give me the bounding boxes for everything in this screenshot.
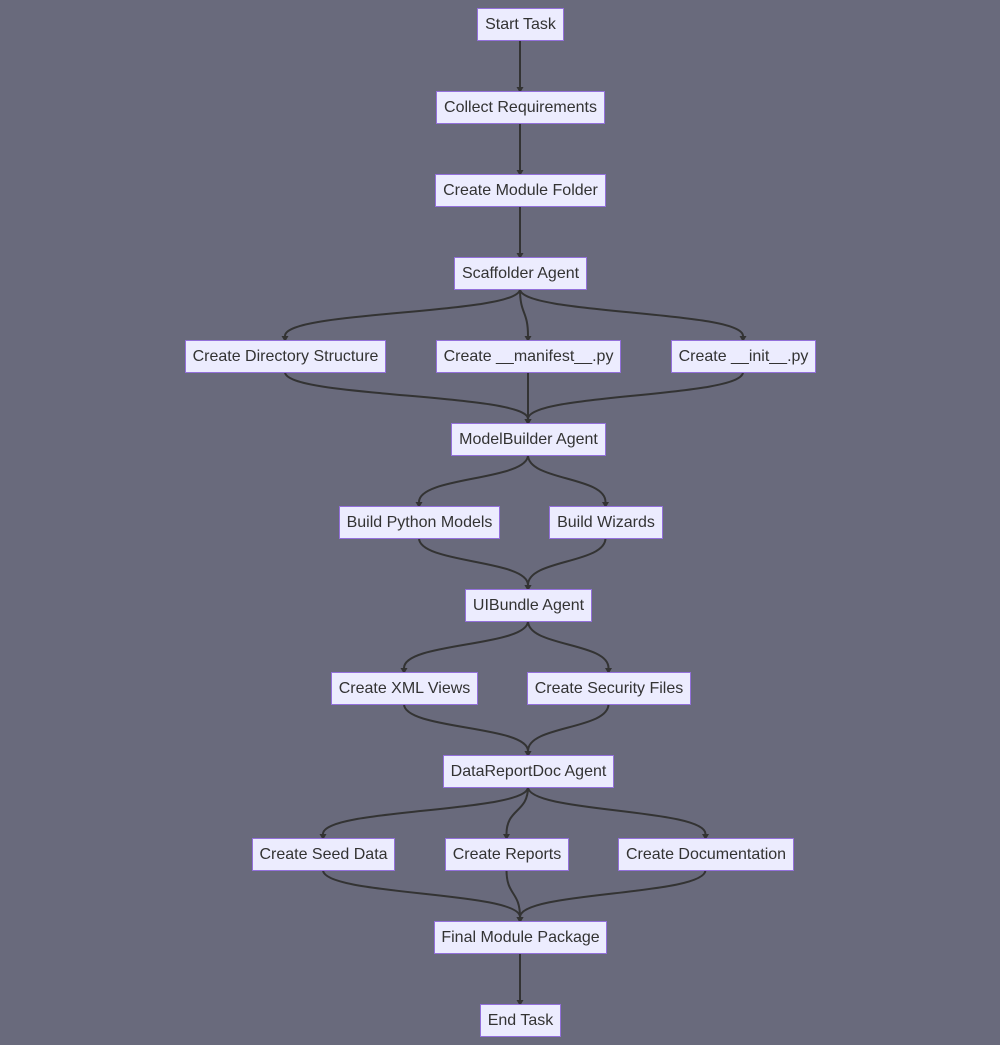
- node-seed: Create Seed Data: [252, 838, 395, 871]
- node-label-docs: Create Documentation: [626, 846, 786, 863]
- node-box-security: [527, 672, 691, 705]
- node-label-collect: Collect Requirements: [444, 99, 597, 116]
- arrowhead-wizards-to-uibundle: [524, 585, 532, 591]
- arrowhead-uibundle-to-security: [605, 668, 612, 674]
- node-uibundle: UIBundle Agent: [465, 589, 592, 622]
- node-label-init: Create __init__.py: [679, 348, 809, 365]
- edge-datareport-to-seed: [322, 786, 529, 835]
- node-label-wizards: Build Wizards: [557, 514, 655, 531]
- node-label-final: Final Module Package: [441, 929, 599, 946]
- node-box-start: [477, 8, 564, 41]
- node-label-start: Start Task: [485, 16, 557, 33]
- node-label-uibundle: UIBundle Agent: [473, 597, 585, 614]
- node-box-xmlviews: [331, 672, 478, 705]
- node-security: Create Security Files: [527, 672, 691, 705]
- arrowhead-scaffolder-to-init: [739, 336, 747, 342]
- edge-wizards-to-uibundle: [527, 537, 607, 586]
- node-box-manifest: [436, 340, 621, 373]
- arrowhead-final-to-end: [516, 1000, 524, 1006]
- node-label-modelbuilder: ModelBuilder Agent: [459, 431, 598, 448]
- node-box-seed: [252, 838, 395, 871]
- node-label-xmlviews: Create XML Views: [339, 680, 471, 697]
- node-box-folder: [435, 174, 606, 207]
- node-box-collect: [436, 91, 605, 124]
- node-label-end: End Task: [488, 1012, 555, 1029]
- node-label-folder: Create Module Folder: [443, 182, 598, 199]
- node-label-reports: Create Reports: [453, 846, 562, 863]
- node-reports: Create Reports: [445, 838, 569, 871]
- node-scaffolder: Scaffolder Agent: [454, 257, 587, 290]
- arrowhead-scaffolder-to-dirstruct: [281, 336, 289, 342]
- arrowhead-modelbuilder-to-wizards: [602, 502, 609, 508]
- edge-xmlviews-to-datareport: [403, 703, 529, 752]
- node-box-docs: [618, 838, 794, 871]
- arrowhead-collect-to-folder: [516, 170, 524, 176]
- edge-scaffolder-to-manifest: [519, 288, 529, 337]
- arrowhead-security-to-datareport: [524, 751, 532, 757]
- edges-layer: [281, 40, 747, 1006]
- node-box-final: [434, 921, 607, 954]
- node-folder: Create Module Folder: [435, 174, 606, 207]
- node-label-security: Create Security Files: [535, 680, 684, 697]
- node-collect: Collect Requirements: [436, 91, 605, 124]
- node-final: Final Module Package: [434, 921, 607, 954]
- node-box-wizards: [549, 506, 663, 539]
- arrowhead-folder-to-scaffolder: [516, 253, 524, 259]
- edge-docs-to-final: [519, 869, 707, 918]
- arrowhead-docs-to-final: [516, 917, 524, 923]
- arrowhead-start-to-collect: [516, 87, 524, 93]
- node-box-datareport: [443, 755, 614, 788]
- node-box-modelbuilder: [451, 423, 606, 456]
- edge-modelbuilder-to-wizards: [527, 454, 607, 503]
- node-label-seed: Create Seed Data: [259, 846, 387, 863]
- node-init: Create __init__.py: [671, 340, 816, 373]
- node-label-scaffolder: Scaffolder Agent: [462, 265, 580, 282]
- node-box-end: [480, 1004, 561, 1037]
- node-label-pymodels: Build Python Models: [347, 514, 493, 531]
- node-docs: Create Documentation: [618, 838, 794, 871]
- node-box-scaffolder: [454, 257, 587, 290]
- node-datareport: DataReportDoc Agent: [443, 755, 614, 788]
- node-xmlviews: Create XML Views: [331, 672, 478, 705]
- node-start: Start Task: [477, 8, 564, 41]
- edge-pymodels-to-uibundle: [418, 537, 529, 586]
- edge-reports-to-final: [505, 869, 521, 918]
- node-label-datareport: DataReportDoc Agent: [451, 763, 607, 780]
- node-wizards: Build Wizards: [549, 506, 663, 539]
- edge-init-to-modelbuilder: [527, 371, 744, 420]
- node-label-manifest: Create __manifest__.py: [444, 348, 614, 365]
- node-label-dirstruct: Create Directory Structure: [193, 348, 379, 365]
- edge-datareport-to-docs: [527, 786, 707, 835]
- node-dirstruct: Create Directory Structure: [185, 340, 386, 373]
- node-box-reports: [445, 838, 569, 871]
- arrowhead-datareport-to-reports: [503, 834, 510, 840]
- node-pymodels: Build Python Models: [339, 506, 500, 539]
- edge-scaffolder-to-dirstruct: [284, 288, 521, 337]
- edge-dirstruct-to-modelbuilder: [284, 371, 529, 420]
- arrowhead-uibundle-to-xmlviews: [400, 668, 408, 674]
- node-box-dirstruct: [185, 340, 386, 373]
- node-manifest: Create __manifest__.py: [436, 340, 621, 373]
- node-end: End Task: [480, 1004, 561, 1037]
- edge-security-to-datareport: [527, 703, 610, 752]
- arrowhead-init-to-modelbuilder: [524, 419, 532, 425]
- edge-uibundle-to-xmlviews: [403, 620, 529, 669]
- arrowhead-datareport-to-docs: [702, 834, 709, 840]
- edge-uibundle-to-security: [527, 620, 610, 669]
- node-box-pymodels: [339, 506, 500, 539]
- edge-seed-to-final: [322, 869, 521, 918]
- node-box-uibundle: [465, 589, 592, 622]
- arrowhead-datareport-to-seed: [319, 834, 327, 840]
- arrowhead-modelbuilder-to-pymodels: [415, 502, 423, 508]
- arrowhead-scaffolder-to-manifest: [524, 336, 532, 342]
- node-box-init: [671, 340, 816, 373]
- edge-scaffolder-to-init: [519, 288, 744, 337]
- edge-modelbuilder-to-pymodels: [418, 454, 529, 503]
- edge-datareport-to-reports: [505, 786, 529, 835]
- node-modelbuilder: ModelBuilder Agent: [451, 423, 606, 456]
